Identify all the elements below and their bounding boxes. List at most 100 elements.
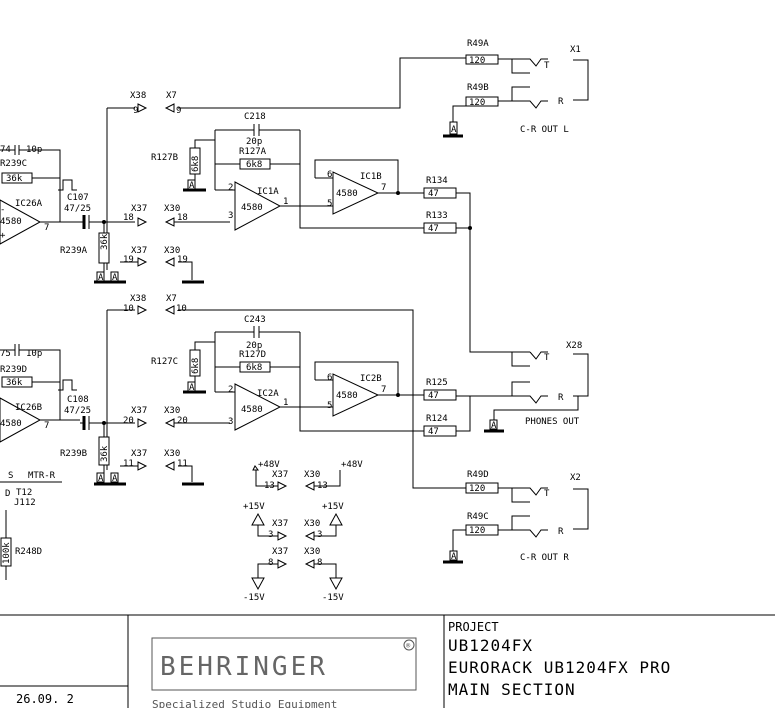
pin-label: 18 (177, 213, 188, 223)
pin7: 7 (44, 421, 49, 431)
wire (280, 130, 301, 207)
r134-value: 47 (428, 189, 439, 199)
r127b-label: R127B (151, 153, 178, 163)
r124-label: R124 (426, 414, 448, 424)
wire (299, 407, 424, 432)
x30-label: X30 (304, 547, 320, 557)
connector (277, 481, 288, 491)
t-tag: T (544, 489, 550, 499)
r239d-label: R239D (0, 365, 27, 375)
pin6: 6 (327, 170, 332, 180)
m15-label: -15V (322, 593, 344, 603)
wire (299, 206, 424, 229)
connector (137, 305, 148, 315)
pin-label: 10 (176, 304, 187, 314)
connector (137, 257, 148, 267)
x37-label: X37 (272, 547, 288, 557)
date: 26.09. 2 (16, 692, 74, 706)
a-tag: A (98, 273, 104, 283)
x37-label: X37 (272, 470, 288, 480)
connector (137, 217, 148, 227)
m15-label: -15V (243, 593, 265, 603)
r127c-value: 6k8 (191, 358, 201, 374)
wire (314, 525, 337, 537)
x28-label: X28 (566, 341, 582, 351)
triangle (251, 512, 265, 526)
a-tag: A (189, 181, 195, 191)
ic2a-type: 4580 (241, 405, 263, 415)
registered-mark (403, 639, 415, 651)
wire (280, 332, 301, 408)
pin-label: 20 (123, 416, 134, 426)
r134-label: R134 (426, 176, 448, 186)
x2-label: X2 (570, 473, 581, 483)
x30-label: X30 (164, 406, 180, 416)
r125-resistor (423, 389, 457, 401)
r125-label: R125 (426, 378, 448, 388)
r49a-label: R49A (467, 39, 489, 49)
wire (314, 361, 399, 395)
wire (511, 381, 530, 396)
c218-label: C218 (244, 112, 266, 122)
pin5: 5 (327, 199, 332, 209)
ic1b-label: IC1B (360, 172, 382, 182)
p48-label: +48V (341, 460, 363, 470)
c107-label: C107 (67, 193, 89, 203)
c243-value: 20p (246, 341, 262, 351)
pin2: 2 (228, 385, 233, 395)
pin-label: 3 (268, 530, 273, 540)
connector (277, 559, 288, 569)
s-label: S (8, 471, 13, 481)
c218-value: 20p (246, 137, 262, 147)
r239a-label: R239A (60, 246, 88, 256)
wire (178, 261, 193, 280)
cr-out-r-label: C-R OUT R (520, 553, 569, 563)
r127d-value: 6k8 (246, 363, 262, 373)
r49b-value: 120 (469, 98, 485, 108)
connector (164, 418, 175, 428)
wire (456, 192, 530, 353)
wire (511, 59, 530, 74)
ref-75: 75 (0, 349, 11, 359)
triangle (329, 512, 343, 526)
pin-label: 19 (123, 255, 134, 265)
x37-label: X37 (131, 204, 147, 214)
wire (511, 488, 530, 503)
ground-tag (449, 121, 458, 135)
r239b-value: 36k (100, 445, 110, 462)
connector (304, 481, 315, 491)
r133-label: R133 (426, 211, 448, 221)
r127d-label: R127D (239, 350, 266, 360)
r125-value: 47 (428, 391, 439, 401)
r-tag: R (558, 527, 564, 537)
wire (255, 470, 278, 487)
wire (511, 86, 530, 101)
wire (456, 395, 548, 404)
r127a-label: R127A (239, 147, 267, 157)
r-tag: R (558, 97, 564, 107)
x7-label: X7 (166, 91, 177, 101)
j112-label: J112 (14, 498, 36, 508)
r124-value: 47 (428, 427, 439, 437)
ic26b-label: IC26B (15, 403, 42, 413)
x7-label: X7 (166, 294, 177, 304)
d-label: D (5, 489, 10, 499)
phones-out-block: X28 T R A PHONES OUT (456, 341, 589, 433)
cr-out-l-block: R49A 120 R49B 120 X1 C-R OUT L T R A (399, 39, 589, 138)
ic26a-type: 4580 (0, 217, 22, 227)
wire (194, 139, 215, 148)
project-name: UB1204FX (448, 636, 533, 655)
wire (178, 465, 193, 482)
wire (498, 529, 548, 538)
wire (399, 57, 466, 80)
junction (396, 191, 400, 195)
wire (493, 396, 579, 420)
cap-10p: 10p (26, 349, 42, 359)
pin-label: 10 (123, 304, 134, 314)
r49b-label: R49B (467, 83, 489, 93)
upper-channel: IC26A 4580 74 10p R239C 36k 7 + - C107 4… (0, 112, 530, 353)
tagline: Specialized Studio Equipment (152, 698, 337, 708)
registered-char: ® (406, 642, 411, 650)
jack-x1 (573, 59, 589, 101)
